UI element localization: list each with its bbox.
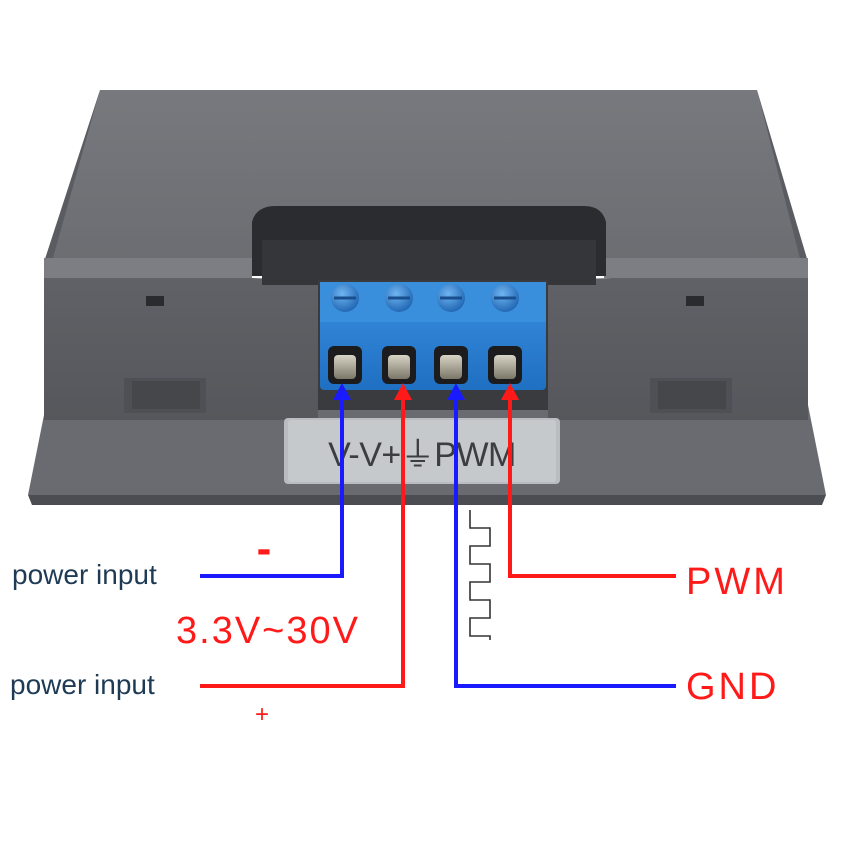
minus-sign-label: - bbox=[257, 524, 272, 573]
terminal-label-plate: V-V+⏚PWM bbox=[284, 418, 560, 484]
power-input-negative-label: power input bbox=[12, 559, 157, 590]
wire-pwm bbox=[501, 383, 676, 578]
plus-sign-label: + bbox=[255, 701, 269, 728]
pwm-waveform-icon bbox=[469, 510, 491, 640]
wire-entry-holes bbox=[328, 346, 522, 384]
wire-power-negative bbox=[200, 383, 351, 578]
screw-terminal-block bbox=[320, 282, 546, 390]
wire-gnd bbox=[447, 383, 676, 688]
power-input-positive-label: power input bbox=[10, 669, 155, 700]
gnd-label: GND bbox=[686, 666, 779, 708]
screw-heads bbox=[331, 284, 519, 312]
voltage-range-label: 3.3V~30V bbox=[176, 610, 360, 652]
wire-power-positive bbox=[200, 383, 412, 688]
terminal-label-text: V-V+⏚PWM bbox=[328, 436, 516, 474]
pwm-output-label: PWM bbox=[686, 561, 788, 603]
